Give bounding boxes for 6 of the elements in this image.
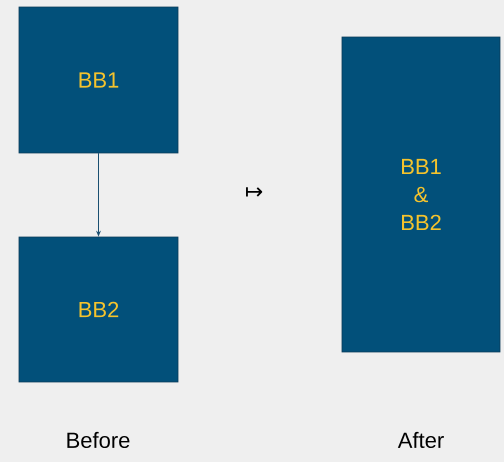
process-box: BB2 [18, 236, 178, 382]
process-box: BB1 & BB2 [342, 36, 500, 352]
process-box: BB1 [18, 6, 178, 154]
mapsto-symbol: ↦ [246, 187, 262, 197]
caption: Before [67, 432, 130, 448]
caption: After [398, 432, 444, 448]
